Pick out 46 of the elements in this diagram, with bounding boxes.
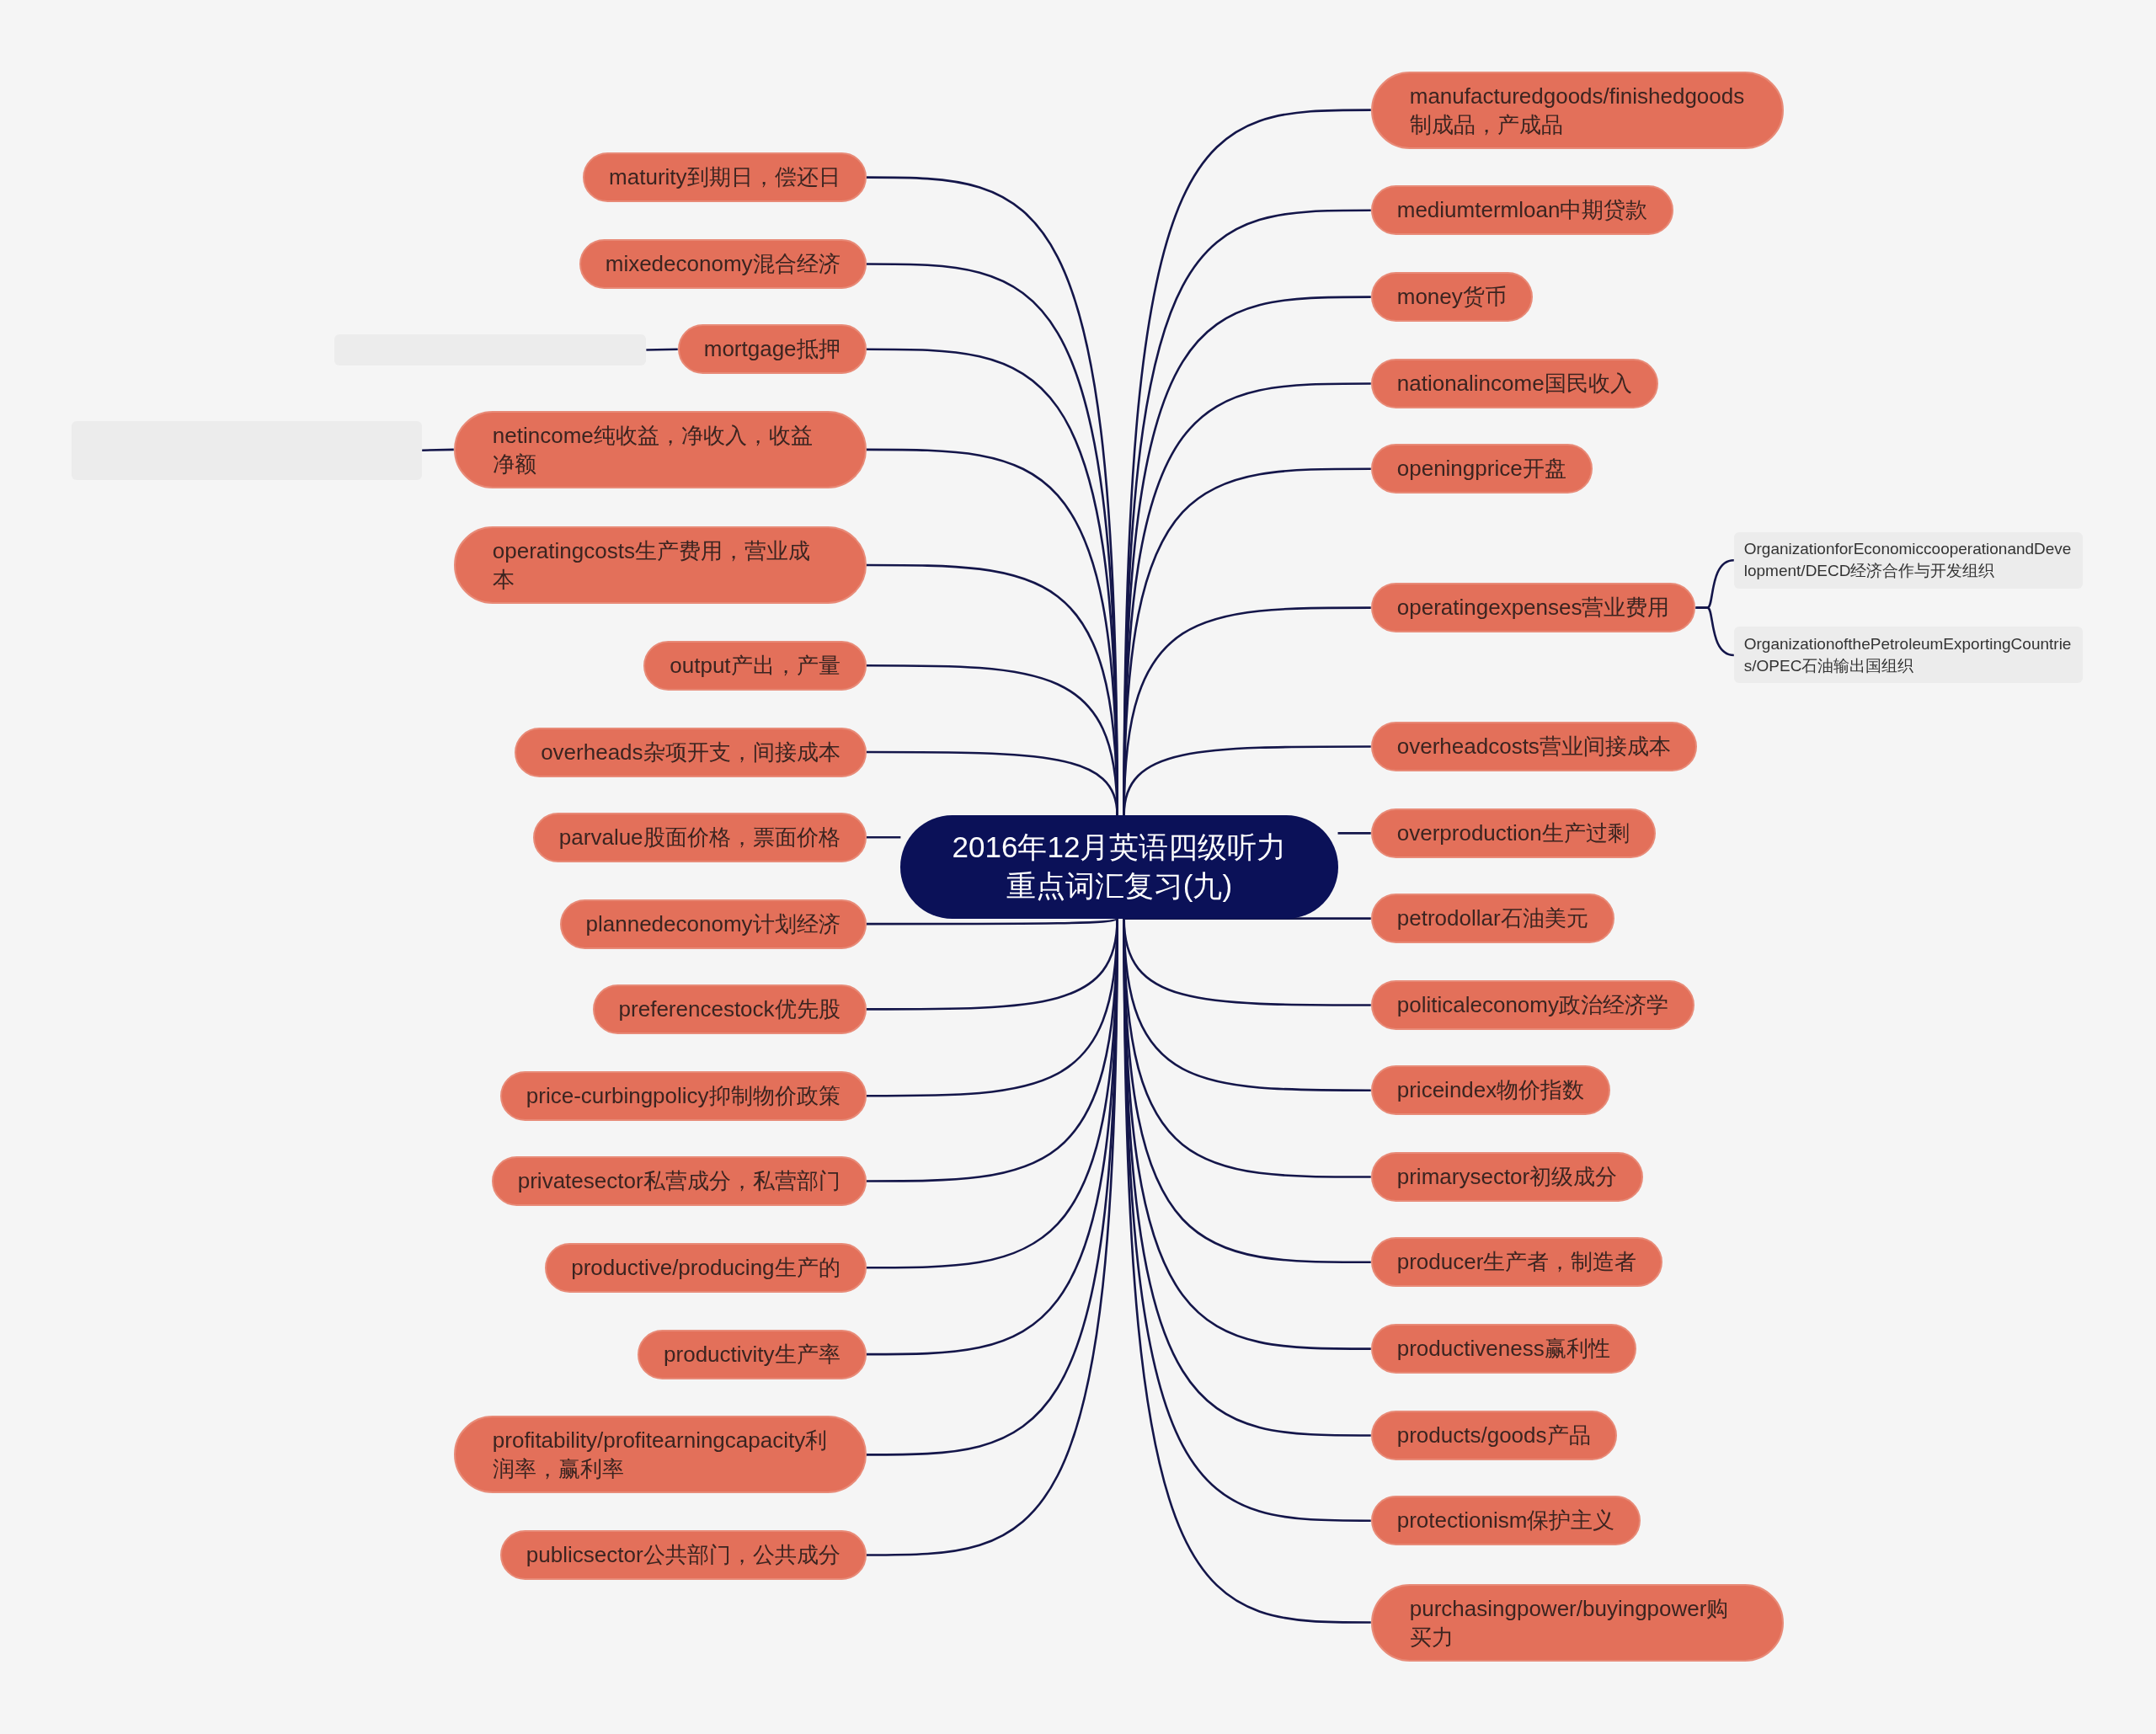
connector-line — [866, 750, 1118, 816]
topic-pill: money货币 — [1370, 272, 1533, 323]
topic-pill: profitability/profitearningcapacity利润率，赢利率 — [453, 1416, 867, 1494]
topic-pill: manufacturedgoods/finishedgoods制成品，产成品 — [1370, 71, 1784, 149]
topic-pill: openingprice开盘 — [1370, 444, 1593, 494]
topic-pill: parvalue股面价格，票面价格 — [532, 812, 867, 862]
topic-pill: products/goods产品 — [1370, 1411, 1617, 1460]
connector-line — [1337, 832, 1371, 835]
connector-line — [1123, 917, 1371, 920]
blank-box — [71, 420, 423, 480]
connector-line — [866, 917, 1118, 926]
blank-box — [334, 333, 647, 366]
note-box: OrganizationofthePetroleumExportingCountries/OPEC石油输出国组织 — [1733, 627, 2084, 684]
topic-pill: operatingcosts生产费用，营业成本 — [453, 526, 867, 604]
topic-pill: politicaleconomy政治经济学 — [1370, 979, 1694, 1030]
topic-pill: mortgage抵押 — [677, 324, 867, 375]
topic-pill: nationalincome国民收入 — [1370, 359, 1658, 408]
topic-pill: mediumtermloan中期贷款 — [1370, 185, 1674, 236]
topic-pill: publicsector公共部门，公共成分 — [499, 1530, 867, 1580]
connector-line — [646, 348, 678, 351]
central-topic: 2016年12月英语四级听力重点词汇复习(九) — [900, 815, 1338, 919]
connector-line — [866, 836, 901, 839]
topic-pill: productiveness赢利性 — [1370, 1324, 1636, 1374]
topic-pill: overheadcosts营业间接成本 — [1370, 722, 1697, 771]
topic-pill: protectionism保护主义 — [1370, 1496, 1641, 1546]
topic-pill: priceindex物价指数 — [1370, 1065, 1611, 1116]
topic-pill: netincome纯收益，净收入，收益净额 — [453, 410, 867, 488]
topic-pill: primarysector初级成分 — [1370, 1152, 1644, 1203]
topic-pill: producer生产者，制造者 — [1370, 1237, 1663, 1288]
topic-pill: preferencestock优先股 — [592, 984, 867, 1034]
topic-pill: privatesector私营成分，私营部门 — [491, 1155, 867, 1206]
note-box: OrganizationforEconomiccooperationandDevelopment/DECD经济合作与开发组织 — [1733, 531, 2084, 589]
topic-pill: productivity生产率 — [638, 1329, 867, 1379]
topic-pill: overproduction生产过剩 — [1370, 808, 1656, 858]
connector-line — [422, 448, 454, 451]
connector-line — [1695, 606, 1734, 657]
topic-pill: overheads杂项开支，间接成本 — [515, 727, 867, 777]
topic-pill: mixedeconomy混合经济 — [579, 238, 867, 289]
topic-pill: plannedeconomy计划经济 — [559, 899, 867, 949]
topic-pill: purchasingpower/buyingpower购买力 — [1370, 1583, 1784, 1662]
topic-pill: output产出，产量 — [643, 640, 867, 691]
topic-pill: petrodollar石油美元 — [1370, 894, 1614, 944]
topic-pill: productive/producing生产的 — [545, 1242, 867, 1293]
topic-pill: operatingexpenses营业费用 — [1370, 583, 1696, 633]
topic-pill: maturity到期日，偿还日 — [583, 152, 867, 203]
topic-pill: price-curbingpolicy抑制物价政策 — [499, 1070, 867, 1121]
